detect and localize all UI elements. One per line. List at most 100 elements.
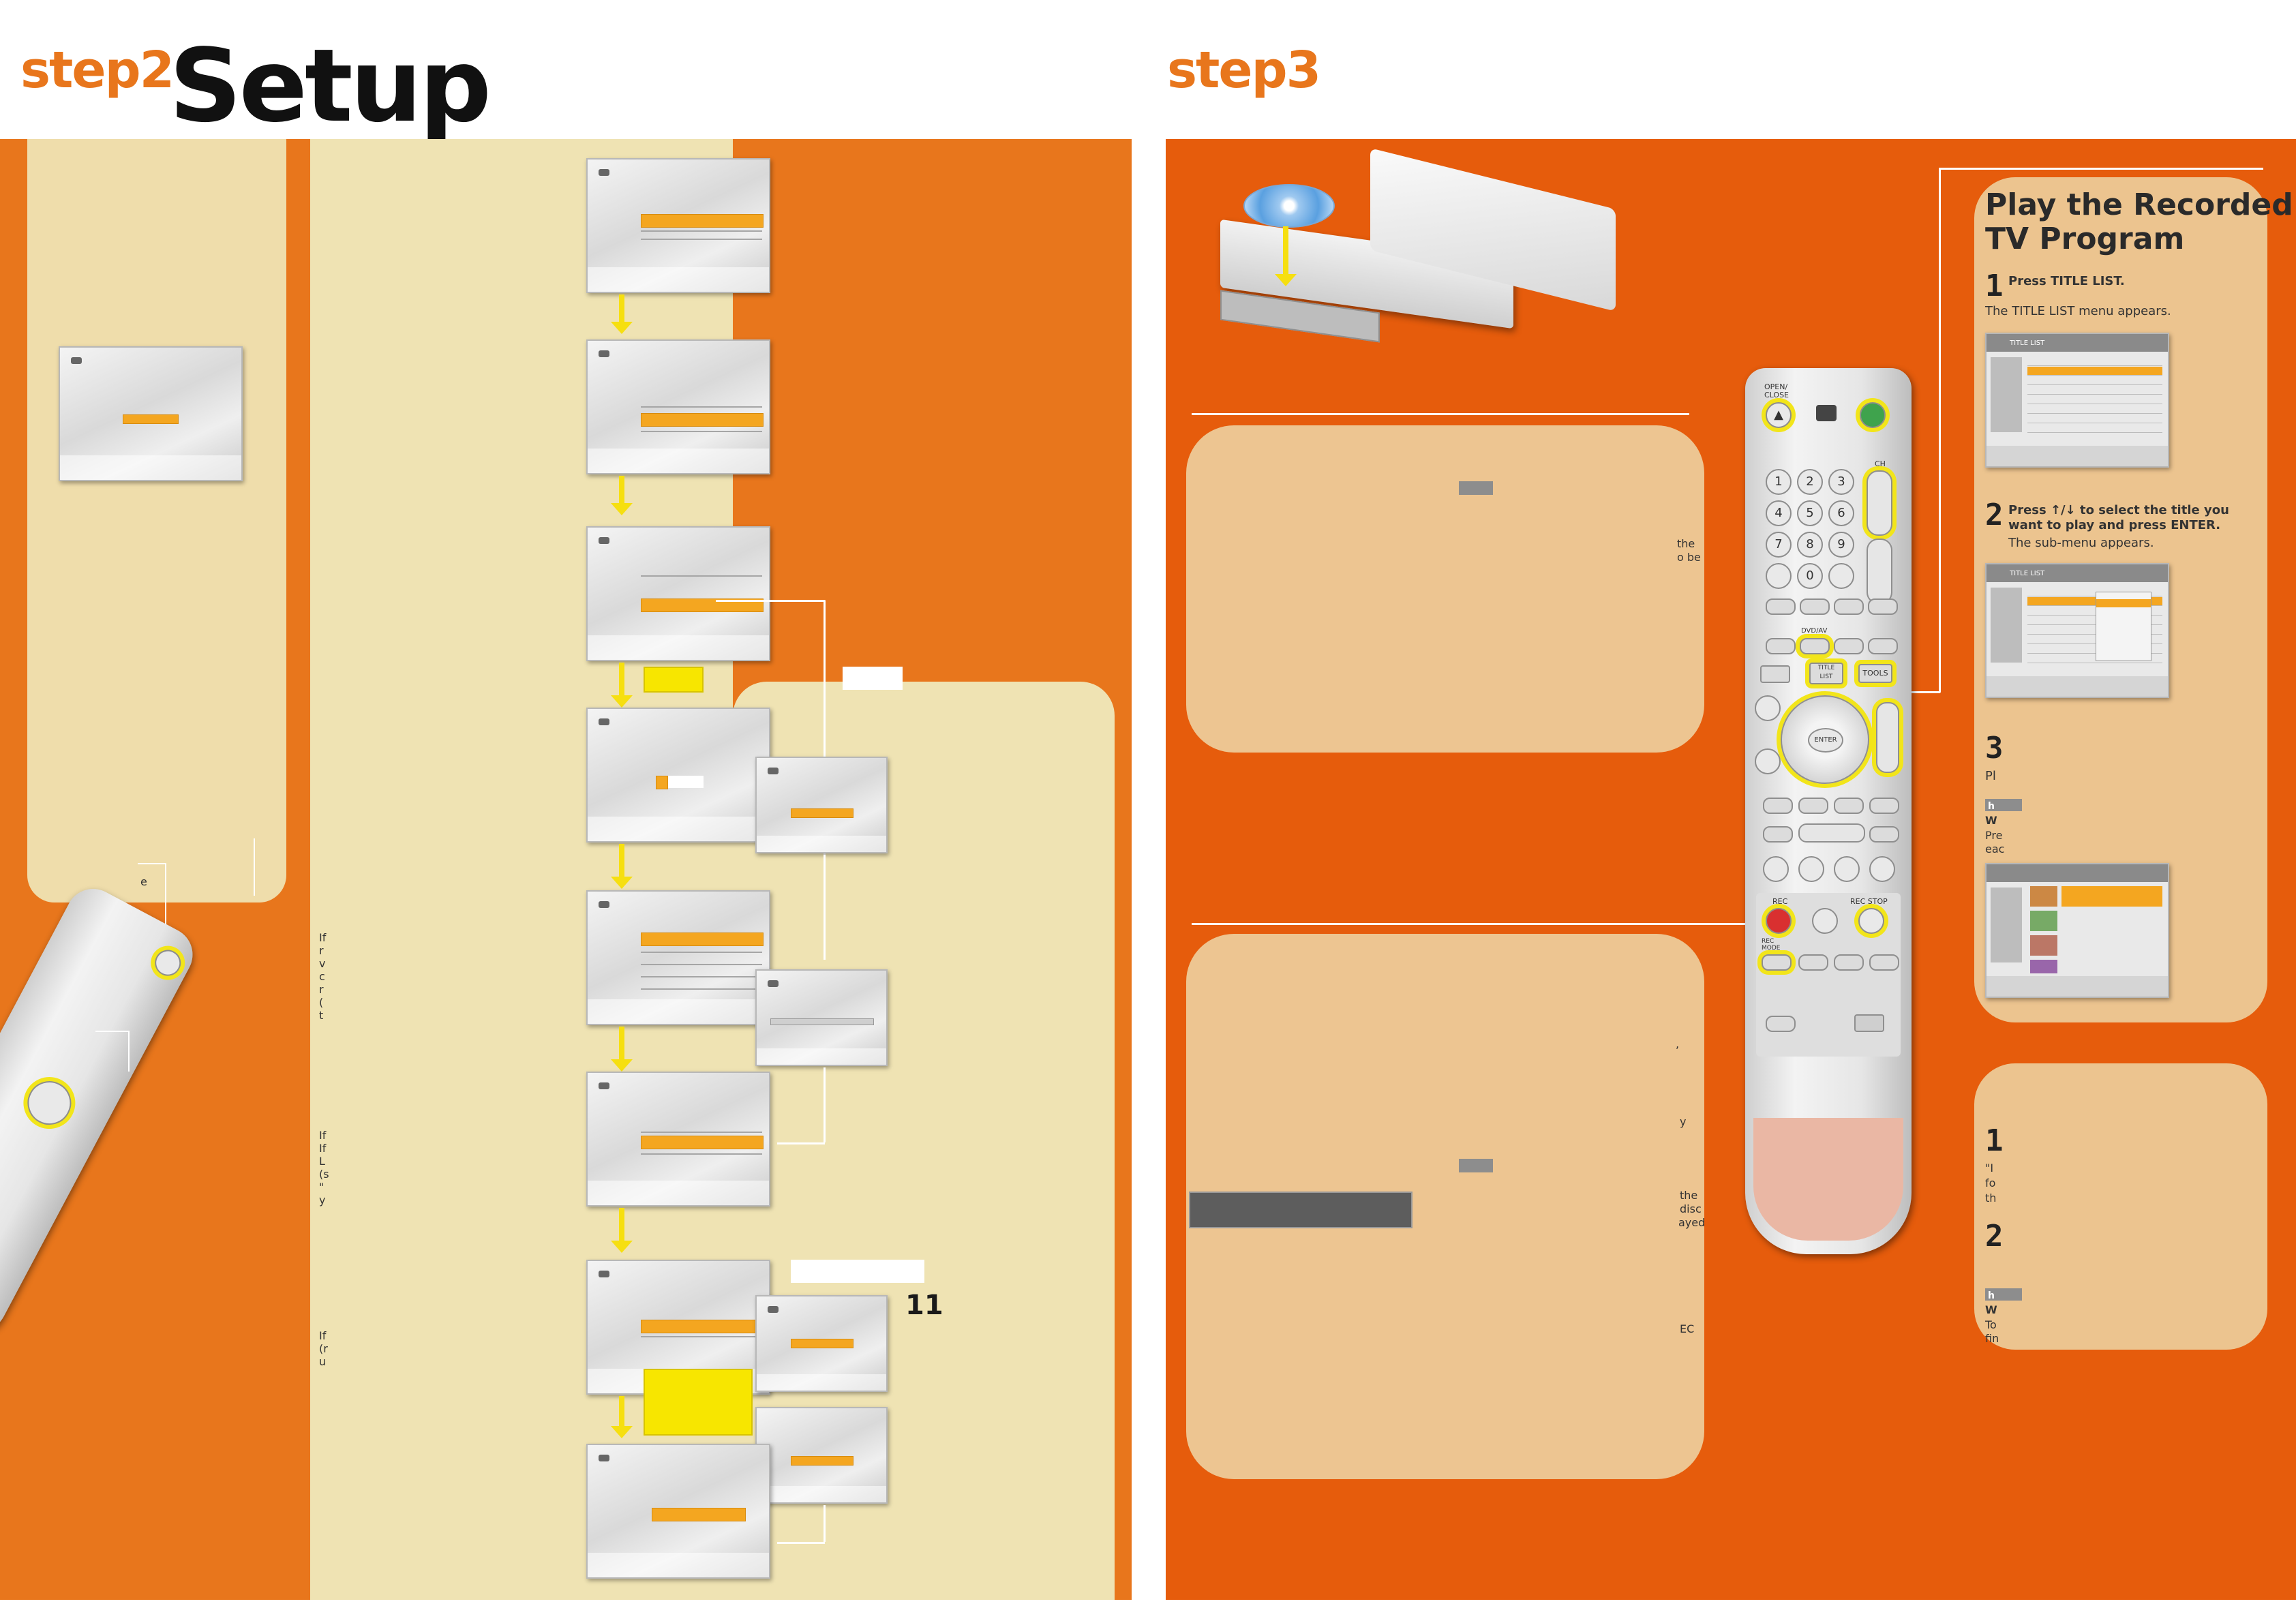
function-button[interactable] [1766, 638, 1796, 654]
enter-button[interactable] [20, 1073, 79, 1133]
menu-highlight [641, 214, 764, 228]
branch-line [824, 1067, 826, 1142]
directional-pad[interactable]: ENTER [1781, 695, 1869, 784]
number-4-button[interactable]: 4 [1766, 500, 1792, 526]
function-button[interactable] [1834, 954, 1864, 971]
hint-fragment: fin [1985, 1332, 1999, 1345]
title-list-screen: TITLE LIST [1985, 333, 2169, 468]
setup-screen-branch-2 [755, 969, 888, 1066]
menu-button[interactable] [1760, 665, 1790, 683]
number-9-button[interactable]: 9 [1828, 532, 1854, 558]
function-button[interactable] [1766, 1016, 1796, 1032]
number-6-button[interactable]: 6 [1828, 500, 1854, 526]
enter-button[interactable]: ENTER [1808, 728, 1843, 753]
tv-switch[interactable] [1854, 1014, 1884, 1032]
title-list-header: TITLE LIST [2010, 570, 2045, 577]
power-button[interactable] [1860, 402, 1886, 428]
number-7-button[interactable]: 7 [1766, 532, 1792, 558]
setup-screen-1 [586, 158, 770, 293]
number-5-button[interactable]: 5 [1797, 500, 1823, 526]
blank-button[interactable] [1828, 563, 1854, 589]
stop-button[interactable] [1869, 856, 1895, 882]
lower-step-fragment: th [1985, 1192, 1997, 1204]
white-callout [791, 1260, 924, 1283]
tools-button[interactable]: TOOLS [1858, 664, 1892, 683]
callout-line [165, 863, 166, 924]
text-fragment: EC [1680, 1322, 1695, 1335]
flow-arrowhead [611, 877, 633, 889]
lower-steps-panel [1974, 1063, 2267, 1350]
callout-line [95, 1031, 130, 1032]
display-panel [1189, 1192, 1413, 1228]
power-button[interactable] [150, 945, 185, 981]
open-close-button[interactable]: ▲ [1766, 402, 1792, 428]
number-8-button[interactable]: 8 [1797, 532, 1823, 558]
mode-switch[interactable] [1816, 405, 1837, 421]
function-button[interactable] [1869, 954, 1899, 971]
branch-line [824, 855, 826, 960]
volume-rocker[interactable] [1867, 539, 1892, 604]
function-button[interactable] [1766, 598, 1796, 615]
step-number-11: 11 [905, 1290, 943, 1321]
flow-arrowhead [611, 1241, 633, 1253]
function-button[interactable] [1868, 638, 1898, 654]
flow-arrow [619, 1396, 624, 1426]
rec-pause-button[interactable] [1812, 908, 1838, 934]
options-button[interactable] [1755, 748, 1781, 774]
function-button[interactable] [1798, 954, 1828, 971]
rec-button[interactable] [1766, 908, 1792, 934]
transport-button[interactable] [1869, 826, 1899, 843]
title-list-button[interactable]: TITLE LIST [1809, 663, 1843, 684]
remote-bottom-accent [1753, 1118, 1903, 1241]
step3-label: step3 [1167, 41, 1321, 100]
branch-line [824, 1505, 826, 1542]
thumbnail-title-list-screen [1985, 863, 2169, 998]
menu-highlight [641, 1136, 764, 1149]
setup-screen-5 [586, 890, 770, 1025]
dvd-av-label: DVD/AV [1801, 627, 1828, 635]
branch-line [777, 1542, 825, 1544]
rec-mode-button[interactable] [1762, 954, 1792, 971]
number-2-button[interactable]: 2 [1797, 469, 1823, 495]
function-button[interactable] [1834, 638, 1864, 654]
setup-screen-8 [586, 1444, 770, 1579]
ch-label: CH [1875, 459, 1886, 468]
hint-label: h [1985, 1288, 2022, 1301]
prev-button[interactable] [1763, 856, 1789, 882]
function-button[interactable] [1868, 598, 1898, 615]
blank-button[interactable] [1766, 563, 1792, 589]
flow-arrow [619, 1027, 624, 1059]
function-button[interactable] [1800, 598, 1830, 615]
transport-button[interactable] [1834, 798, 1864, 814]
section-rule [1939, 168, 2263, 170]
slow-rocker[interactable] [1798, 823, 1865, 843]
dvd-av-button[interactable] [1800, 638, 1830, 654]
pause-button[interactable] [1834, 856, 1860, 882]
text-fragment: disc [1680, 1202, 1702, 1215]
transport-button[interactable] [1763, 798, 1793, 814]
setup-screen-branch-3 [755, 1295, 888, 1392]
hint-fragment: W [1985, 814, 1997, 827]
callout-letter: e [140, 875, 147, 888]
skip-rocker[interactable] [1876, 702, 1899, 773]
transport-button[interactable] [1798, 798, 1828, 814]
rec-stop-button[interactable] [1858, 908, 1884, 934]
return-button[interactable] [1755, 695, 1781, 721]
number-1-button[interactable]: 1 [1766, 469, 1792, 495]
transport-button[interactable] [1763, 826, 1793, 843]
number-0-button[interactable]: 0 [1797, 563, 1823, 589]
setup-icon [599, 350, 609, 357]
play-button[interactable] [1798, 856, 1824, 882]
setup-screen-4 [586, 708, 770, 843]
function-button[interactable] [1834, 598, 1864, 615]
setup-screen-branch-4 [755, 1407, 888, 1504]
transport-button[interactable] [1869, 798, 1899, 814]
menu-highlight [791, 808, 854, 818]
lower-step-fragment: fo [1985, 1177, 1996, 1189]
section-rule [1192, 413, 1689, 415]
number-3-button[interactable]: 3 [1828, 469, 1854, 495]
text-fragment: , [1676, 1037, 1680, 1050]
setup-icon [599, 537, 609, 544]
channel-rocker[interactable] [1867, 470, 1892, 536]
